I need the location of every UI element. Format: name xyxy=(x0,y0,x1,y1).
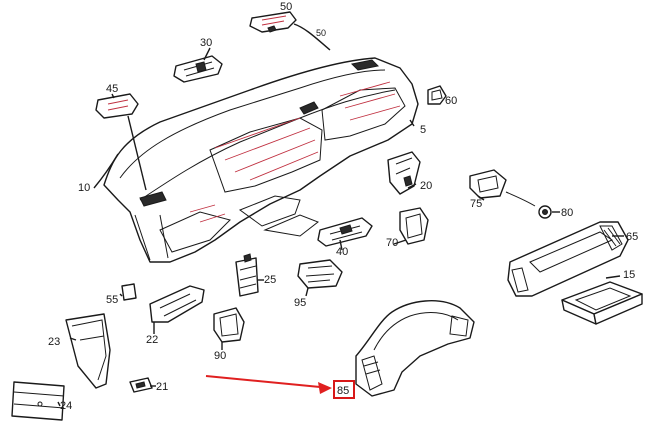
label-45: 45 xyxy=(106,83,118,95)
label-5: 5 xyxy=(420,124,426,136)
part-25[interactable] xyxy=(235,253,259,297)
label-21: 21 xyxy=(156,381,168,393)
label-15: 15 xyxy=(623,269,635,281)
part-55[interactable] xyxy=(121,283,137,301)
part-labels: 50 50 30 45 60 5 10 20 75 80 65 40 70 25… xyxy=(48,1,638,412)
label-60: 60 xyxy=(445,95,457,107)
label-75: 75 xyxy=(470,198,482,210)
label-30: 30 xyxy=(200,37,212,49)
leader-lines xyxy=(57,23,624,407)
part-65[interactable] xyxy=(507,221,629,297)
part-30[interactable] xyxy=(173,55,223,83)
part-50[interactable] xyxy=(249,11,297,33)
label-24: 24 xyxy=(60,400,72,412)
label-40: 40 xyxy=(336,246,348,258)
label-90: 90 xyxy=(214,350,226,362)
part-20[interactable] xyxy=(387,151,421,195)
part-24[interactable] xyxy=(11,381,65,421)
highlight-box xyxy=(333,380,355,399)
label-50-small: 50 xyxy=(316,28,326,38)
label-22: 22 xyxy=(146,334,158,346)
part-90[interactable] xyxy=(213,307,245,343)
part-15[interactable] xyxy=(561,281,643,325)
part-80[interactable] xyxy=(538,205,552,219)
label-65: 65 xyxy=(626,231,638,243)
part-22[interactable] xyxy=(149,285,205,323)
label-85[interactable]: 85 xyxy=(337,385,349,397)
label-20: 20 xyxy=(420,180,432,192)
highlight-arrow xyxy=(205,375,332,394)
label-55: 55 xyxy=(106,294,118,306)
label-70: 70 xyxy=(386,237,398,249)
part-45[interactable] xyxy=(95,93,139,119)
label-80: 80 xyxy=(561,207,573,219)
part-60[interactable] xyxy=(427,85,447,105)
part-40[interactable] xyxy=(317,217,373,247)
part-23[interactable] xyxy=(65,313,111,389)
part-70[interactable] xyxy=(399,207,429,245)
part-75[interactable] xyxy=(469,169,536,207)
part-85[interactable] xyxy=(355,300,475,397)
part-21[interactable] xyxy=(129,377,153,393)
label-10: 10 xyxy=(78,182,90,194)
label-95: 95 xyxy=(294,297,306,309)
label-50: 50 xyxy=(280,1,292,13)
dashboard-main-part[interactable] xyxy=(103,57,419,263)
label-23: 23 xyxy=(48,336,60,348)
part-95[interactable] xyxy=(297,259,343,289)
label-25: 25 xyxy=(264,274,276,286)
